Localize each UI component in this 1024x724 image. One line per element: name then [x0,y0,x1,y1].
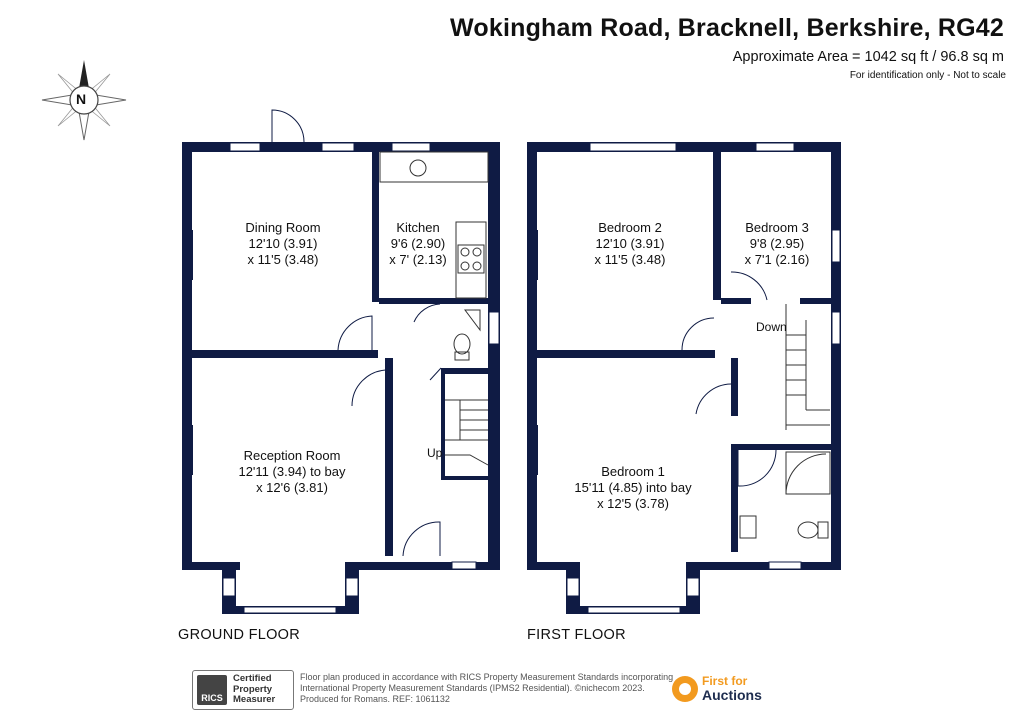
compass-rose-icon [41,60,127,141]
disclaimer-line: Produced for Romans. REF: 1061132 [300,694,450,704]
first-floor-label: FIRST FLOOR [527,627,626,643]
rics-certified-badge: RICS Certified Property Measurer [192,670,294,710]
room-name: Dining Room [245,220,321,235]
room-kitchen: Kitchen 9'6 (2.90) x 7' (2.13) [378,220,458,268]
rics-line: Measurer [233,694,276,705]
ground-floor-label: GROUND FLOOR [178,627,301,643]
rics-line: Property [233,683,273,695]
auction-logo-icon [672,676,698,702]
rics-logo-icon: RICS [197,675,227,705]
room-dimension: 15'11 (4.85) into bay [574,480,692,495]
brand-bottom: Auctions [702,687,762,703]
room-dimension: 12'10 (3.91) [595,236,665,251]
compass-north-label: N [76,91,87,107]
room-dimension: 12'10 (3.91) [248,236,318,251]
room-dimension: x 12'5 (3.78) [597,496,669,511]
page-title: Wokingham Road, Bracknell, Berkshire, RG… [450,14,1004,42]
room-bedroom-3: Bedroom 3 9'8 (2.95) x 7'1 (2.16) [731,220,823,268]
room-dimension: x 7' (2.13) [389,252,447,267]
room-name: Bedroom 2 [598,220,662,235]
stairs-up-label: Up [427,446,443,460]
footer-disclaimer: Floor plan produced in accordance with R… [300,672,673,705]
room-bedroom-2: Bedroom 2 12'10 (3.91) x 11'5 (3.48) [565,220,695,268]
room-bedroom-1: Bedroom 1 15'11 (4.85) into bay x 12'5 (… [558,464,708,512]
first-floor-walls [527,142,841,614]
room-dimension: 9'6 (2.90) [390,236,446,251]
stairs-down-label: Down [756,320,787,334]
room-dimension: x 11'5 (3.48) [594,252,666,267]
approximate-area: Approximate Area = 1042 sq ft / 96.8 sq … [732,49,1004,65]
identification-note: For identification only - Not to scale [849,70,1006,81]
room-name: Kitchen [396,220,440,235]
room-dining: Dining Room 12'10 (3.91) x 11'5 (3.48) [218,220,348,268]
room-dimension: x 7'1 (2.16) [744,252,810,267]
room-name: Bedroom 3 [745,220,809,235]
rics-badge-text: Certified Property Measurer [233,673,276,706]
room-dimension: x 11'5 (3.48) [247,252,319,267]
room-name: Bedroom 1 [601,464,665,479]
rics-line: Certified [233,673,272,684]
brand-top: First for [702,674,748,688]
room-reception: Reception Room 12'11 (3.94) to bay x 12'… [212,448,372,496]
ground-floor-walls [182,142,500,614]
room-dimension: 12'11 (3.94) to bay [238,464,346,479]
disclaimer-line: International Property Measurement Stand… [300,683,645,693]
room-dimension: 9'8 (2.95) [749,236,805,251]
room-dimension: x 12'6 (3.81) [256,480,328,495]
room-name: Reception Room [243,448,341,463]
disclaimer-line: Floor plan produced in accordance with R… [300,672,674,682]
